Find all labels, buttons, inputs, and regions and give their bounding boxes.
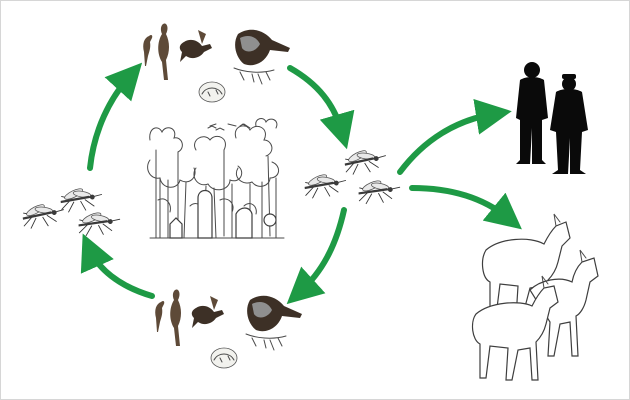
human-right xyxy=(550,74,588,174)
mosquito-icon xyxy=(58,184,104,214)
mosquito-icon xyxy=(357,176,402,205)
arrow-top-right xyxy=(287,65,355,150)
top-bird-group xyxy=(142,23,291,103)
bottom-bird-group xyxy=(154,289,303,369)
cycle-arrows xyxy=(80,62,522,305)
mosquito-icon xyxy=(20,199,67,231)
arrow-bottom-left xyxy=(80,233,155,299)
human-silhouettes-icon xyxy=(516,62,588,174)
mosquito-icon xyxy=(302,170,348,200)
mosquito-icon xyxy=(342,145,389,177)
forest-sketch-icon xyxy=(147,118,285,239)
arrow-bottom-right xyxy=(286,207,347,305)
horse-front xyxy=(471,285,559,381)
human-left xyxy=(516,62,548,164)
mosquito-group-center xyxy=(302,145,402,205)
arrow-to-humans xyxy=(397,99,512,175)
arrow-to-horses xyxy=(409,185,522,230)
mosquito-icon xyxy=(77,208,122,237)
mosquito-group-left xyxy=(20,184,122,237)
arrow-top-left xyxy=(87,62,143,171)
horse-sketch-icon xyxy=(471,213,599,381)
forest-birds xyxy=(207,123,247,131)
